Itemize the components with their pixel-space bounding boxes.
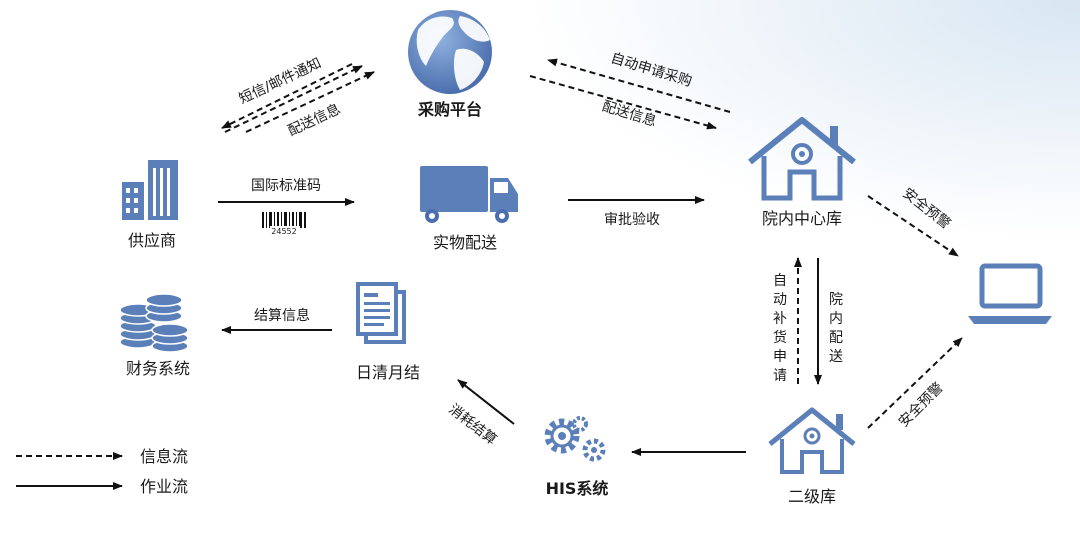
globe-icon bbox=[408, 10, 492, 94]
svg-text:配: 配 bbox=[829, 330, 843, 346]
svg-text:动: 动 bbox=[773, 292, 787, 308]
edge-label-dist-info-right: 配送信息 bbox=[600, 97, 659, 130]
edge-label-settle-info: 结算信息 bbox=[254, 307, 310, 324]
barcode-number: 24552 bbox=[271, 227, 296, 236]
edge-dist-info-arrow bbox=[245, 71, 375, 133]
svg-text:申: 申 bbox=[773, 349, 787, 365]
svg-text:送: 送 bbox=[829, 349, 843, 365]
gears-icon bbox=[544, 416, 606, 462]
node-label-delivery: 实物配送 bbox=[433, 233, 497, 252]
node-label-supplier: 供应商 bbox=[128, 231, 176, 250]
node-label-his: HIS系统 bbox=[546, 479, 609, 498]
laptop-icon bbox=[968, 263, 1052, 324]
svg-text:自: 自 bbox=[773, 273, 787, 289]
barcode-icon bbox=[262, 212, 306, 234]
house-icon-secondary bbox=[768, 407, 856, 474]
node-label-central: 院内中心库 bbox=[762, 209, 842, 228]
edge-central-to-laptop bbox=[867, 195, 959, 257]
svg-text:内: 内 bbox=[829, 311, 843, 327]
truck-icon bbox=[420, 166, 518, 223]
node-label-settle: 日清月结 bbox=[356, 363, 420, 382]
edge-label-intl-code: 国际标准码 bbox=[251, 178, 321, 194]
legend-work-flow: 作业流 bbox=[140, 477, 188, 496]
edge-label-consume-settle: 消耗结算 bbox=[445, 401, 499, 448]
edge-label-safety-warning-top: 安全预警 bbox=[899, 185, 954, 233]
edge-label-auto-replenish: 自 动 补 货 申 请 bbox=[773, 273, 787, 384]
edge-label-in-hospital-dist: 院 内 配 送 bbox=[829, 292, 843, 365]
edge-label-approve: 审批验收 bbox=[604, 212, 660, 228]
edge-label-auto-purchase: 自动申请采购 bbox=[609, 50, 694, 90]
node-label-platform: 采购平台 bbox=[417, 100, 482, 119]
edge-dist-info-right-arrow bbox=[529, 75, 717, 130]
building-icon bbox=[122, 160, 178, 220]
edge-auto-purchase-arrow bbox=[547, 58, 731, 113]
svg-text:补: 补 bbox=[773, 311, 787, 327]
edge-label-dist-info-left: 配送信息 bbox=[285, 100, 343, 139]
house-icon bbox=[748, 117, 856, 201]
legend-info-flow: 信息流 bbox=[140, 447, 188, 466]
svg-text:请: 请 bbox=[773, 368, 787, 384]
coins-icon bbox=[119, 293, 189, 353]
svg-text:院: 院 bbox=[829, 292, 843, 308]
edge-secondary-to-laptop bbox=[867, 337, 963, 429]
svg-text:货: 货 bbox=[773, 329, 787, 346]
edge-notice-arrow bbox=[221, 63, 353, 129]
document-icon bbox=[356, 282, 406, 344]
edge-platform-to-supplier-top bbox=[224, 65, 363, 133]
node-label-finance: 财务系统 bbox=[126, 359, 190, 378]
node-label-secondary: 二级库 bbox=[788, 487, 836, 506]
edge-label-safety-warning-bottom: 安全预警 bbox=[895, 379, 947, 431]
edge-his-to-settle bbox=[457, 379, 515, 425]
legend: 信息流 作业流 bbox=[16, 447, 188, 496]
